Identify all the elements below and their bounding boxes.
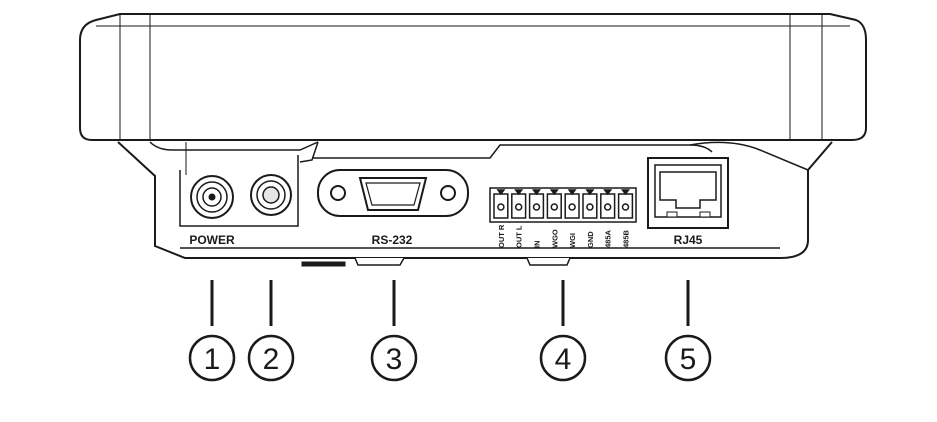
terminal-block [489, 187, 637, 223]
callout-number: 4 [555, 343, 572, 376]
callout-1: 1 [188, 334, 236, 382]
terminal-pin-label: GND [586, 231, 595, 248]
terminal-screw [497, 203, 505, 211]
callout-number: 5 [680, 343, 697, 376]
terminal-screw [550, 203, 559, 211]
terminal-pin-label: IN [533, 241, 542, 249]
terminal-tab [621, 189, 630, 196]
terminal-pin-label: WGI [568, 233, 577, 248]
terminal-tab [585, 189, 595, 196]
power-jack-2 [250, 174, 292, 216]
terminal-pin-label: OUT L [515, 225, 524, 248]
terminal-screw [568, 203, 576, 211]
terminal-screw [621, 203, 630, 211]
callout-5: 5 [664, 334, 712, 382]
power-label: POWER [189, 233, 235, 247]
terminal-tab [603, 189, 613, 196]
callout-4: 4 [539, 334, 587, 382]
callout-3: 3 [370, 334, 418, 382]
device-lid [79, 13, 867, 141]
callout-number: 1 [204, 343, 221, 376]
rs232-connector [317, 169, 469, 217]
callout-number: 2 [263, 343, 280, 376]
terminal-pin-label: 485B [622, 229, 631, 248]
terminal-tab [567, 189, 577, 196]
callout-number: 3 [386, 343, 403, 376]
power-frame [179, 155, 299, 227]
rj45-port [647, 157, 729, 229]
terminal-screw [603, 203, 612, 211]
rj45-label: RJ45 [674, 233, 703, 247]
power-jack-1 [190, 175, 234, 219]
terminal-tab [496, 189, 506, 196]
terminal-screw [532, 203, 541, 211]
terminal-tab [514, 189, 524, 196]
rs232-label: RS-232 [372, 233, 413, 247]
terminal-pin-label: 485A [604, 229, 613, 248]
leader-lines [210, 280, 690, 326]
terminal-screw [586, 203, 594, 211]
terminal-tab [549, 189, 559, 196]
terminal-tab [532, 189, 541, 196]
callout-2: 2 [247, 334, 295, 382]
terminal-pin-label: WGO [550, 229, 559, 248]
terminal-screw [514, 203, 523, 211]
terminal-pin-label: OUT R [497, 224, 506, 248]
